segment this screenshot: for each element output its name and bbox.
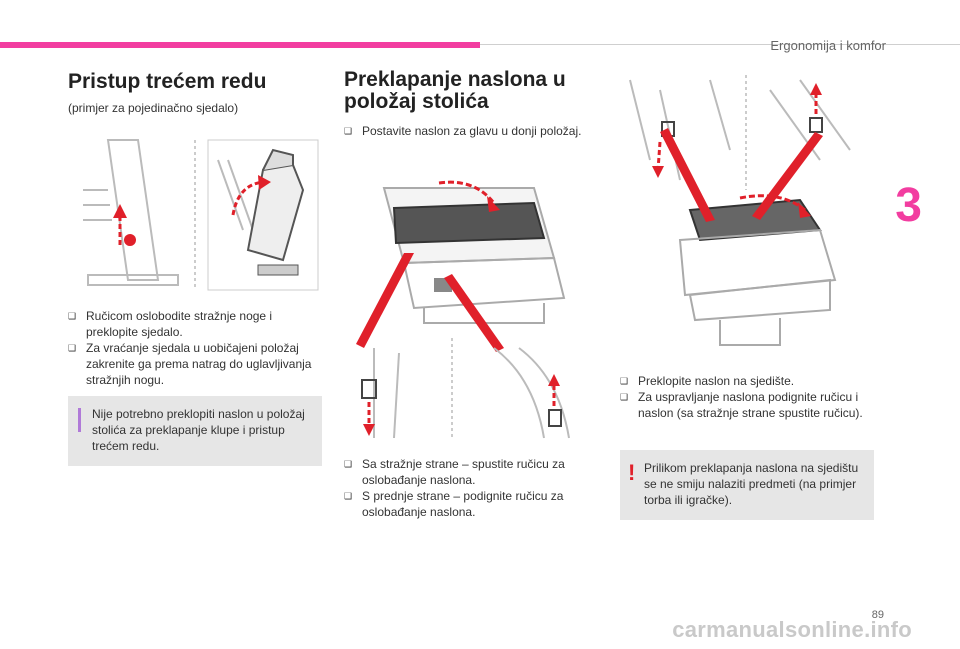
warning-note: ! Prilikom preklapanja naslona na sjediš… xyxy=(620,450,874,520)
headrest-table-illustration xyxy=(344,148,590,444)
list-item: ❑Za uspravljanje naslona podignite ručic… xyxy=(620,390,863,420)
middle-bullet-list: ❑Sa stražnje strane – spustite ručicu za… xyxy=(344,456,584,520)
list-item: ❑Postavite naslon za glavu u donji polož… xyxy=(344,124,582,138)
warning-note-text: Prilikom preklapanja naslona na sjedištu… xyxy=(644,461,859,507)
checkbox-bullet-icon: ❑ xyxy=(620,376,629,386)
left-subtitle: (primjer za pojedinačno sjedalo) xyxy=(68,101,239,115)
watermark: carmanualsonline.info xyxy=(672,617,912,642)
list-item: ❑Ručicom oslobodite stražnje noge i prek… xyxy=(68,309,273,339)
warning-icon: ! xyxy=(628,460,636,485)
list-item: ❑S prednje strane – podignite ručicu za … xyxy=(344,489,564,519)
page-number: 89 xyxy=(871,609,884,621)
checkbox-bullet-icon: ❑ xyxy=(68,343,77,353)
left-title: Pristup trećem redu xyxy=(68,70,267,93)
header-accent-bar xyxy=(0,42,480,48)
section-header: Ergonomija i komfor xyxy=(770,38,886,53)
middle-title-line1: Preklapanje naslona u xyxy=(344,68,566,91)
middle-intro-list: ❑Postavite naslon za glavu u donji polož… xyxy=(344,123,594,139)
right-bullet-list: ❑Preklopite naslon na sjedište. ❑Za uspr… xyxy=(620,373,870,421)
seatback-fold-illustration xyxy=(620,70,872,360)
chapter-number: 3 xyxy=(895,179,922,232)
header-divider xyxy=(480,44,960,45)
middle-title-line2: položaj stolića xyxy=(344,90,489,113)
info-note-text: Nije potrebno preklopiti naslon u položa… xyxy=(92,407,305,453)
info-note: Nije potrebno preklopiti naslon u položa… xyxy=(68,396,322,466)
checkbox-bullet-icon: ❑ xyxy=(344,126,353,136)
list-item: ❑Sa stražnje strane – spustite ručicu za… xyxy=(344,457,565,487)
checkbox-bullet-icon: ❑ xyxy=(344,491,353,501)
list-item: ❑Preklopite naslon na sjedište. xyxy=(620,374,795,388)
checkbox-bullet-icon: ❑ xyxy=(344,459,353,469)
checkbox-bullet-icon: ❑ xyxy=(620,392,629,402)
info-icon xyxy=(78,408,81,432)
checkbox-bullet-icon: ❑ xyxy=(68,311,77,321)
list-item: ❑Za vraćanje sjedala u uobičajeni položa… xyxy=(68,341,312,387)
left-bullet-list: ❑Ručicom oslobodite stražnje noge i prek… xyxy=(68,308,318,388)
seat-fold-illustration xyxy=(68,130,322,298)
